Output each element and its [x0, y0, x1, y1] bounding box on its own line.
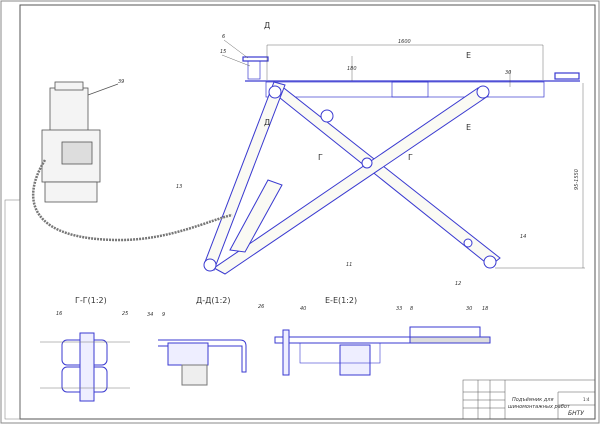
cut-mark-d-bottom: Д — [264, 118, 270, 127]
cut-mark-e-bottom: Е — [466, 123, 471, 132]
section-title-d: Д-Д(1:2) — [196, 296, 231, 305]
section-title-e: Е-Е(1:2) — [325, 296, 357, 305]
hydraulic-pump-unit — [41, 81, 119, 203]
cut-mark-g-left: Г — [318, 153, 323, 162]
lift-platform — [242, 56, 580, 98]
hydraulic-hose — [31, 159, 233, 242]
dim-lift-range: 95-1550 — [574, 169, 580, 190]
title-line-1: Подъёмник для — [512, 397, 553, 403]
scissor-arms — [204, 81, 501, 275]
position-label: 18 — [482, 306, 488, 312]
cut-mark-g-right: Г — [408, 153, 413, 162]
title-block — [462, 379, 596, 420]
position-label: 12 — [455, 281, 461, 287]
position-label: 40 — [300, 306, 306, 312]
position-label: 11 — [346, 262, 352, 268]
position-label: 26 — [258, 304, 264, 310]
position-label: 13 — [176, 184, 182, 190]
section-title-g: Г-Г(1:2) — [75, 296, 107, 305]
cut-mark-d-top: Д — [264, 21, 270, 30]
cut-mark-e-top: Е — [466, 51, 471, 60]
title-scale: 1:4 — [583, 397, 590, 402]
section-g-view — [40, 332, 130, 402]
dim-length: 1600 — [398, 39, 411, 45]
position-label: 15 — [220, 49, 226, 55]
position-label: 8 — [410, 306, 413, 312]
position-label: 6 — [222, 34, 225, 40]
section-d-view — [158, 339, 247, 386]
position-label: 39 — [118, 79, 124, 85]
position-label: 9 — [162, 312, 165, 318]
dimension-lines — [221, 39, 585, 269]
position-label: 30 — [466, 306, 472, 312]
title-line-2: шиномонтажных работ — [508, 404, 571, 410]
position-label: 33 — [396, 306, 402, 312]
section-labels: 16 25 34 9 26 40 33 8 30 18 — [56, 304, 488, 318]
pivot-pins — [203, 85, 497, 272]
position-label: 14 — [520, 234, 526, 240]
side-stamp — [4, 199, 21, 420]
position-label: 16 — [56, 311, 62, 317]
dim-height-top: 180 — [347, 66, 357, 72]
title-organization: БНТУ — [568, 410, 584, 417]
position-label: 34 — [147, 312, 153, 318]
section-e-view — [274, 326, 491, 376]
dim-height-small: 30 — [505, 70, 511, 76]
position-label: 25 — [122, 311, 128, 317]
